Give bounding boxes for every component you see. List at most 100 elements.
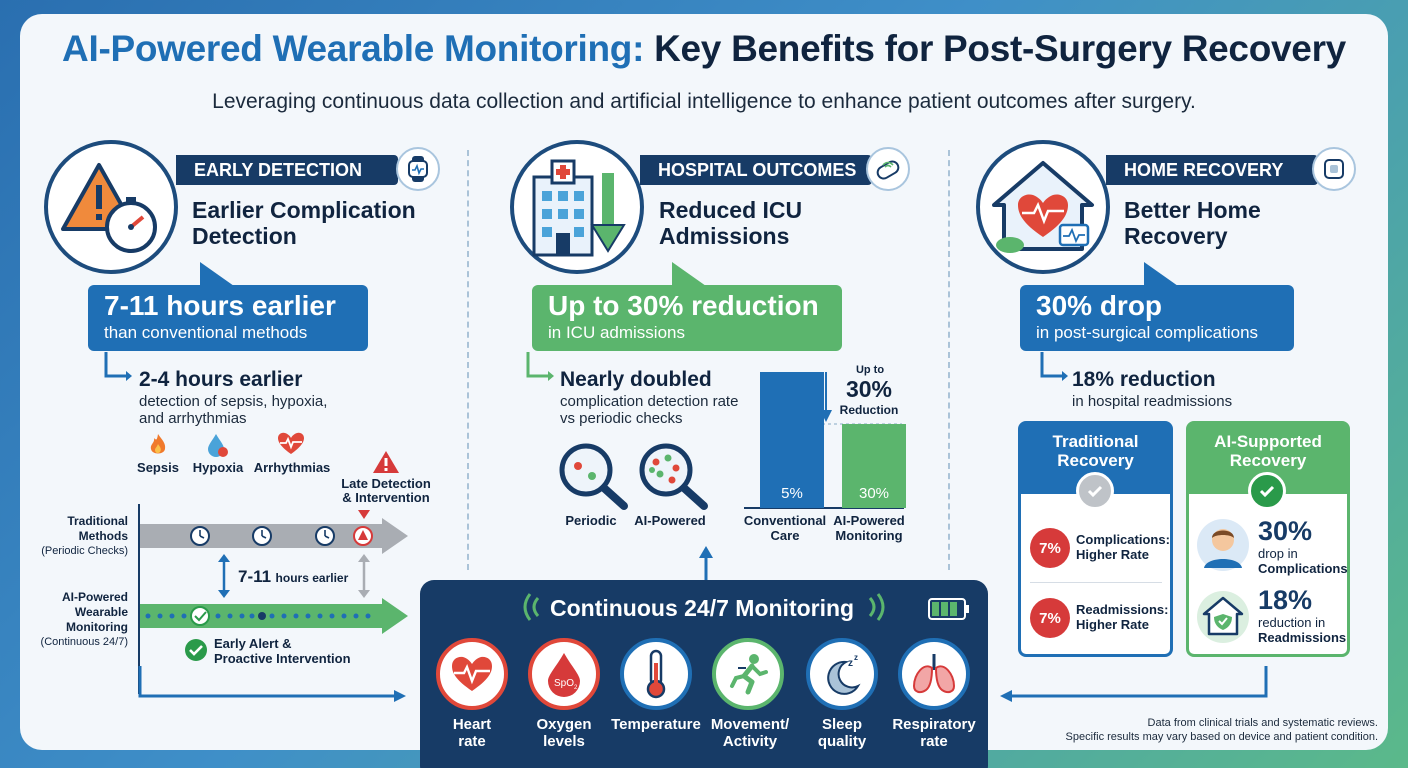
late-detection-label: Late Detection & Intervention: [341, 476, 431, 505]
early-subtext: detection of sepsis, hypoxia, and arrhyt…: [139, 393, 328, 427]
magnifier-ai-icon: [636, 440, 710, 515]
bar-value-label: 30%: [859, 485, 889, 502]
annotation-reduction: Reduction: [839, 403, 899, 417]
traditional-recovery-head: Traditional Recovery: [1021, 424, 1170, 494]
hospital-outcomes-header: HOSPITAL OUTCOMES: [640, 155, 872, 185]
home-shield-icon: [1196, 590, 1250, 649]
callout-pointer: [672, 262, 706, 286]
trad-readmissions-pct: 7%: [1030, 598, 1070, 638]
late-marker: [358, 510, 370, 519]
home-subhead: 18% reduction: [1072, 368, 1216, 391]
early-section-title: Earlier Complication Detection: [192, 197, 416, 249]
lungs-icon: [898, 638, 970, 710]
home-subtext: in hospital readmissions: [1072, 393, 1233, 410]
bar-conventional: [760, 372, 824, 508]
timeline-axis: [138, 504, 140, 694]
flow-arrow-up: [699, 546, 713, 582]
trad-complications-pct: 7%: [1030, 528, 1070, 568]
traditional-methods-label: Traditional Methods (Periodic Checks): [41, 514, 128, 557]
flow-arrow-left: [138, 666, 406, 702]
early-alert-label: Early Alert & Proactive Intervention: [214, 636, 351, 666]
traditional-timeline-arrow: [140, 518, 408, 554]
annotation-up-to: Up to: [855, 364, 885, 376]
elbow-arrow-icon: [1040, 352, 1068, 381]
hospital-subtext: complication detection rate vs periodic …: [560, 393, 739, 427]
continuous-monitoring-panel: [420, 580, 988, 768]
svg-text:SpO: SpO: [554, 678, 574, 689]
icu-bar-chart: 5% 30%: [744, 372, 906, 509]
vital-temperature-label: Temperature: [611, 716, 701, 733]
callout-pointer: [200, 262, 234, 286]
smartwatch-icon: [396, 147, 440, 191]
alert-triangle-icon: [372, 450, 400, 479]
gap-arrow-icon: [358, 554, 370, 598]
hospital-building-icon: [510, 140, 644, 274]
ai-monitoring-label: AI-Powered Wearable Monitoring (Continuo…: [40, 590, 128, 648]
green-check-icon: [1248, 472, 1286, 510]
home-callout: 30% drop in post-surgical complications: [1020, 285, 1294, 351]
running-icon: [712, 638, 784, 710]
home-heart-icon: [976, 140, 1110, 274]
card-divider: [1030, 582, 1162, 583]
ai-readmissions-pct: 18%: [1258, 585, 1313, 615]
page-title: AI-Powered Wearable Monitoring: Key Bene…: [62, 28, 1346, 69]
trad-readmissions-text: Readmissions:Higher Rate: [1076, 602, 1169, 632]
annotation-value: 30%: [845, 376, 893, 402]
gap-arrow-icon: [218, 554, 230, 598]
signal-waves-left-icon: [520, 592, 546, 627]
patient-avatar-icon: [1196, 518, 1250, 577]
monitoring-title: Continuous 24/7 Monitoring: [550, 595, 855, 621]
elbow-arrow-icon: [104, 352, 132, 381]
bar-value-label: 5%: [781, 485, 803, 502]
callout-pointer: [1144, 262, 1178, 286]
bar-ai-powered: [842, 424, 906, 508]
flow-arrow-right: [1000, 666, 1268, 702]
magnifier-periodic-icon: [556, 440, 630, 515]
condition-sepsis: Sepsis: [137, 460, 179, 475]
hospital-subhead: Nearly doubled: [560, 368, 712, 391]
fire-icon: [146, 432, 170, 463]
signal-waves-right-icon: [862, 592, 888, 627]
condition-hypoxia: Hypoxia: [192, 460, 244, 475]
wearable-sensor-icon: [866, 147, 910, 191]
home-section-title: Better Home Recovery: [1124, 197, 1261, 249]
ai-timeline-arrow: [140, 598, 408, 634]
page-subtitle: Leveraging continuous data collection an…: [212, 90, 1196, 113]
gray-check-icon: [1076, 472, 1114, 510]
ai-complications-pct: 30%: [1258, 516, 1313, 546]
home-recovery-header: HOME RECOVERY: [1106, 155, 1318, 185]
magnifier-periodic-label: Periodic: [565, 513, 617, 528]
heart-icon: [436, 638, 508, 710]
condition-arrhythmias: Arrhythmias: [253, 460, 331, 475]
svg-text:2: 2: [574, 685, 578, 691]
hospital-section-title: Reduced ICU Admissions: [659, 197, 803, 249]
battery-icon: [928, 598, 970, 625]
early-detection-header: EARLY DETECTION: [176, 155, 398, 185]
droplet-icon: [204, 432, 230, 463]
check-circle-icon: [184, 638, 208, 667]
sensor-chip-icon: [1312, 147, 1356, 191]
column-divider: [467, 150, 469, 570]
early-subhead: 2-4 hours earlier: [139, 368, 303, 391]
gap-label: 7-11 hours earlier: [238, 567, 349, 586]
heartbeat-icon: [277, 432, 305, 461]
hospital-callout: Up to 30% reduction in ICU admissions: [532, 285, 842, 351]
warning-stopwatch-icon: [44, 140, 178, 274]
elbow-arrow-icon: [526, 352, 554, 381]
magnifier-ai-label: AI-Powered: [634, 513, 706, 528]
early-callout: 7-11 hours earlier than conventional met…: [88, 285, 368, 351]
svg-text:z: z: [854, 653, 858, 662]
vital-movement-label: Movement/Activity: [710, 716, 790, 750]
trad-complications-text: Complications:Higher Rate: [1076, 532, 1170, 562]
footnote: Data from clinical trials and systematic…: [1065, 717, 1378, 743]
